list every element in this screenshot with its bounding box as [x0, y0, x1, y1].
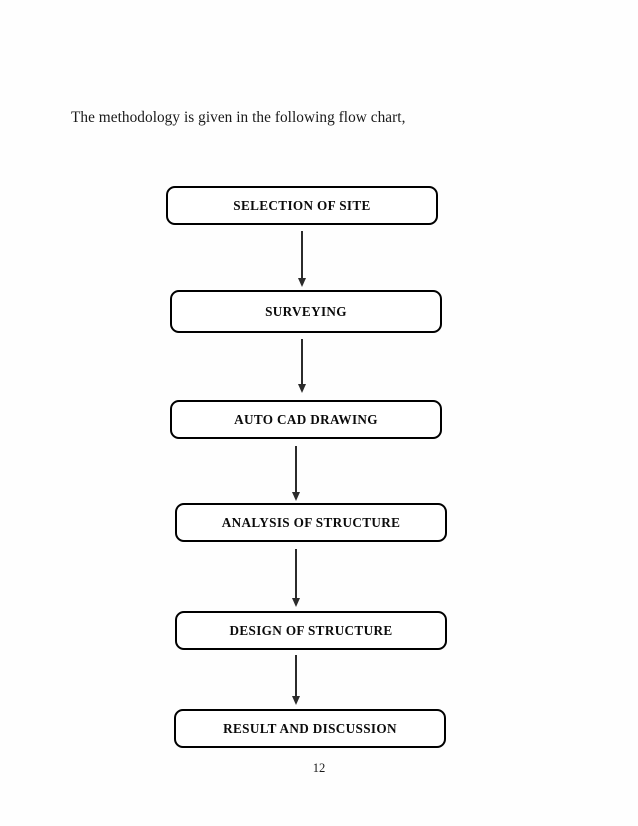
flowchart-node-label: RESULT AND DISCUSSION	[223, 720, 397, 736]
arrow-shaft	[295, 549, 297, 598]
flowchart-arrow-1	[294, 231, 310, 287]
page-number: 12	[312, 761, 326, 775]
arrow-shaft	[295, 655, 297, 696]
arrow-shaft	[301, 231, 303, 278]
flowchart-node-design-of-structure[interactable]: DESIGN OF STRUCTURE	[175, 611, 447, 650]
arrow-shaft	[295, 446, 297, 492]
arrow-head-icon	[291, 696, 300, 705]
arrow-head-icon	[297, 278, 306, 287]
flowchart-node-label: ANALYSIS OF STRUCTURE	[221, 514, 401, 530]
flowchart-node-auto-cad-drawing[interactable]: AUTO CAD DRAWING	[170, 400, 442, 439]
arrow-head-icon	[291, 598, 300, 607]
flowchart-arrow-4	[288, 549, 304, 607]
intro-paragraph: The methodology is given in the followin…	[71, 109, 406, 126]
flowchart-node-result-and-discussion[interactable]: RESULT AND DISCUSSION	[174, 709, 446, 748]
flowchart-node-label: AUTO CAD DRAWING	[234, 411, 378, 427]
flowchart-node-label: SURVEYING	[265, 303, 347, 319]
flowchart-arrow-3	[288, 446, 304, 501]
arrow-head-icon	[291, 492, 300, 501]
flowchart-node-label: SELECTION OF SITE	[233, 197, 371, 213]
flowchart-node-selection-of-site[interactable]: SELECTION OF SITE	[166, 186, 438, 225]
flowchart-arrow-5	[288, 655, 304, 705]
flowchart-node-surveying[interactable]: SURVEYING	[170, 290, 442, 333]
flowchart-arrow-2	[294, 339, 310, 393]
arrow-shaft	[301, 339, 303, 384]
flowchart-node-analysis-of-structure[interactable]: ANALYSIS OF STRUCTURE	[175, 503, 447, 542]
arrow-head-icon	[297, 384, 306, 393]
flowchart-node-label: DESIGN OF STRUCTURE	[229, 622, 393, 638]
